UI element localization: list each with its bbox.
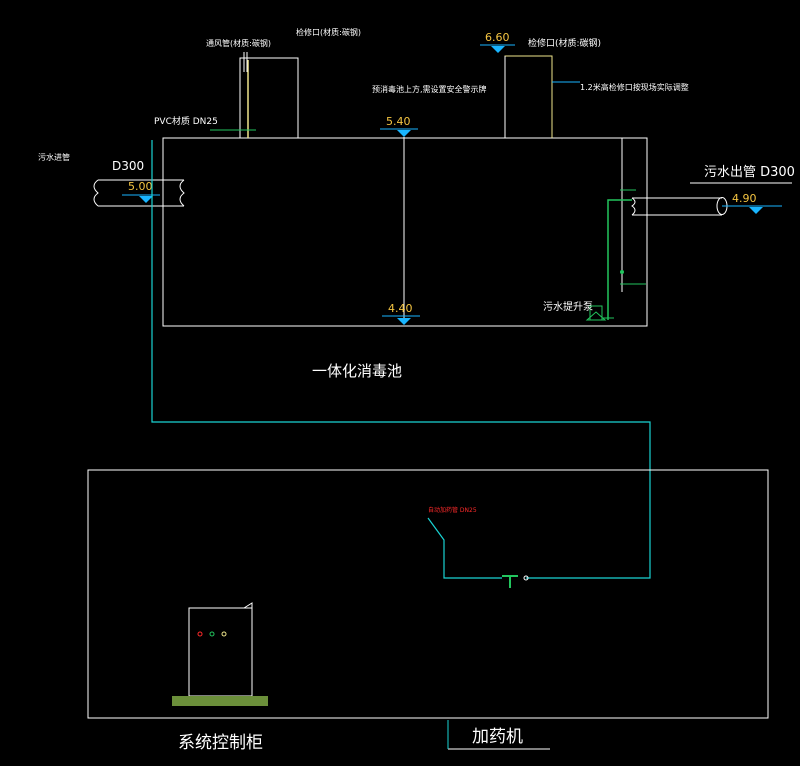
control-cabinet <box>188 607 253 697</box>
outlet-pipe <box>632 197 722 216</box>
elevation-4-90: 4.90 <box>732 192 757 205</box>
disinfection-tank-outline <box>162 137 648 327</box>
elevation-marker-5-00-icon <box>139 196 153 203</box>
dosing-line <box>151 140 651 579</box>
dosing-valve-icon <box>502 575 529 588</box>
elevation-5-00: 5.00 <box>128 180 153 193</box>
elevation-marker-4-40-icon <box>397 318 411 325</box>
cabinet-base-hatch <box>172 696 268 706</box>
elevation-marker-5-40-icon <box>397 130 411 137</box>
elevation-marker-6-60-icon <box>491 46 505 53</box>
outlet-pipe-label: 污水出管 D300 <box>704 165 795 180</box>
vent-pipe-cap-icon <box>243 52 248 72</box>
pump-discharge-pipe <box>607 199 632 320</box>
inlet-pipe-break-left <box>93 179 99 207</box>
inlet-pipe <box>98 179 184 207</box>
dosing-leader <box>427 517 502 579</box>
access-port-right <box>504 55 553 138</box>
control-cabinet-label: 系统控制柜 <box>178 733 263 753</box>
warning-note: 预消毒池上方,需设置安全警示牌 <box>372 84 487 94</box>
elevation-4-40: 4.40 <box>388 302 413 315</box>
sewage-pump-label: 污水提升泵 <box>543 301 593 313</box>
outlet-pipe-start <box>631 197 636 216</box>
inlet-d300-label: D300 <box>112 159 144 173</box>
elevation-marker-4-90-icon <box>749 207 763 214</box>
pump-icon <box>585 305 614 321</box>
dosing-room-outline <box>87 469 769 719</box>
pvc-pipe-label: PVC材质 DN25 <box>154 115 218 127</box>
dosing-machine-label: 加药机 <box>472 727 523 747</box>
elevation-6-60: 6.60 <box>485 31 510 44</box>
float-icon <box>620 270 624 274</box>
tank-title: 一体化消毒池 <box>312 362 402 380</box>
sewage-inlet-label: 污水进管 <box>38 152 70 162</box>
red-light-icon <box>197 631 203 637</box>
cabinet-top-edge <box>243 602 253 609</box>
green-light-icon <box>209 631 215 637</box>
vent-pipe-outline <box>239 57 299 138</box>
access-port-left-label: 检修口(材质:碳钢) <box>296 27 361 37</box>
elevation-5-40: 5.40 <box>386 115 411 128</box>
dosing-pipe-label: 自动加药管 DN25 <box>428 506 477 514</box>
access-note-label: 1.2米高检修口按现场实际调整 <box>580 82 689 92</box>
inlet-pipe-break-right <box>179 179 185 207</box>
yellow-light-icon <box>221 631 227 637</box>
vent-pipe-label: 通风管(材质:碳钢) <box>206 38 271 48</box>
access-port-right-label: 检修口(材质:碳钢) <box>528 37 601 49</box>
